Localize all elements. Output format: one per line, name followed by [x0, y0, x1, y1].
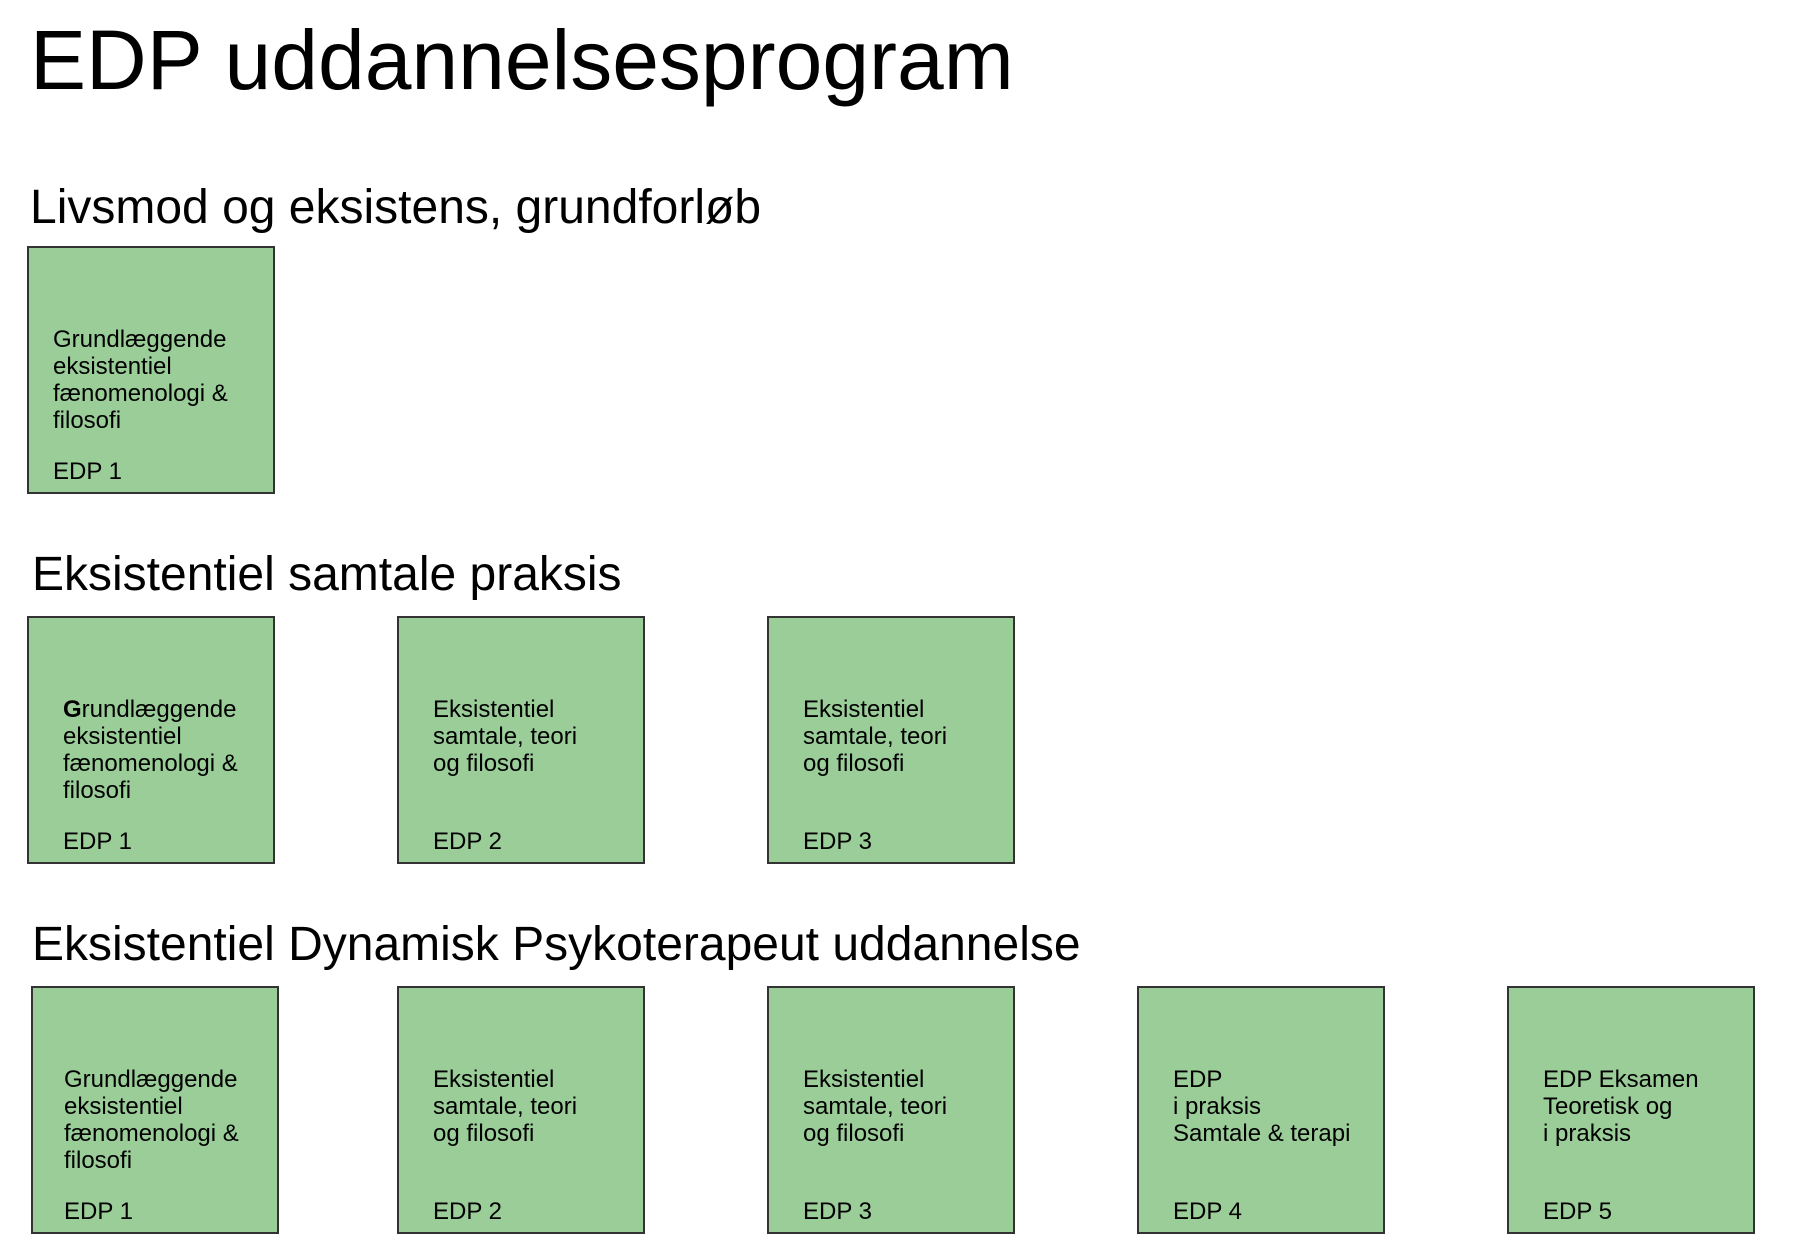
- course-box-psykoterapeut-edp3: Eksistentiel samtale, teori og filosofi …: [767, 986, 1015, 1234]
- page-title: EDP uddannelsesprogram: [30, 13, 1014, 107]
- course-box-psykoterapeut-edp4: EDP i praksis Samtale & terapi EDP 4: [1137, 986, 1385, 1234]
- course-box-label: EDP 2: [433, 828, 502, 855]
- course-box-samtale-edp3: Eksistentiel samtale, teori og filosofi …: [767, 616, 1015, 864]
- course-box-label: EDP 1: [63, 828, 132, 855]
- course-box-psykoterapeut-edp2: Eksistentiel samtale, teori og filosofi …: [397, 986, 645, 1234]
- course-box-text: Eksistentiel samtale, teori og filosofi: [433, 696, 578, 777]
- section-heading-grundforloeb: Livsmod og eksistens, grundforløb: [30, 181, 762, 234]
- section-heading-psykoterapeut-uddannelse: Eksistentiel Dynamisk Psykoterapeut udda…: [32, 918, 1081, 971]
- course-box-grundforloeb-edp1: Grundlæggende eksistentiel fænomenologi …: [27, 246, 275, 494]
- course-box-label: EDP 1: [64, 1198, 133, 1225]
- course-box-psykoterapeut-edp5: EDP Eksamen Teoretisk og i praksis EDP 5: [1507, 986, 1755, 1234]
- course-box-text: Grundlæggende eksistentiel fænomenologi …: [64, 1066, 239, 1174]
- course-box-label: EDP 3: [803, 1198, 872, 1225]
- course-box-label: EDP 5: [1543, 1198, 1612, 1225]
- course-box-text: Eksistentiel samtale, teori og filosofi: [803, 1066, 948, 1147]
- section-heading-samtale-praksis: Eksistentiel samtale praksis: [32, 548, 622, 601]
- course-box-label: EDP 2: [433, 1198, 502, 1225]
- course-box-samtale-edp2: Eksistentiel samtale, teori og filosofi …: [397, 616, 645, 864]
- course-box-psykoterapeut-edp1: Grundlæggende eksistentiel fænomenologi …: [31, 986, 279, 1234]
- course-box-label: EDP 3: [803, 828, 872, 855]
- course-box-text: EDP Eksamen Teoretisk og i praksis: [1543, 1066, 1699, 1147]
- course-box-text-rest: rundlæggende eksistentiel fænomenologi &…: [63, 696, 238, 804]
- course-box-text: Eksistentiel samtale, teori og filosofi: [803, 696, 948, 777]
- course-box-text: Eksistentiel samtale, teori og filosofi: [433, 1066, 578, 1147]
- course-box-label: EDP 1: [53, 458, 122, 485]
- course-box-text: Grundlæggende eksistentiel fænomenologi …: [63, 696, 267, 804]
- course-box-label: EDP 4: [1173, 1198, 1242, 1225]
- course-box-text: Grundlæggende eksistentiel fænomenologi …: [53, 326, 228, 434]
- course-box-samtale-edp1: Grundlæggende eksistentiel fænomenologi …: [27, 616, 275, 864]
- course-box-text: EDP i praksis Samtale & terapi: [1173, 1066, 1351, 1147]
- course-box-text-initial: G: [63, 696, 82, 723]
